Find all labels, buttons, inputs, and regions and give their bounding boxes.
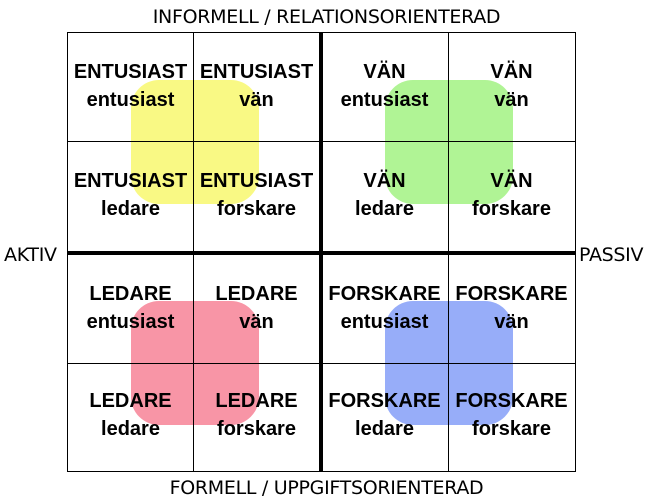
bottom-axis-label: FORMELL / UPPGIFTSORIENTERAD [169, 477, 484, 499]
left-axis-label: AKTIV [4, 244, 57, 266]
entusiast-quadrant-blob [131, 80, 259, 204]
van-quadrant-blob [385, 80, 513, 204]
horizontal-axis-line [67, 251, 576, 255]
top-axis-label: INFORMELL / RELATIONSORIENTERAD [152, 6, 501, 28]
right-axis-label: PASSIV [579, 244, 644, 266]
